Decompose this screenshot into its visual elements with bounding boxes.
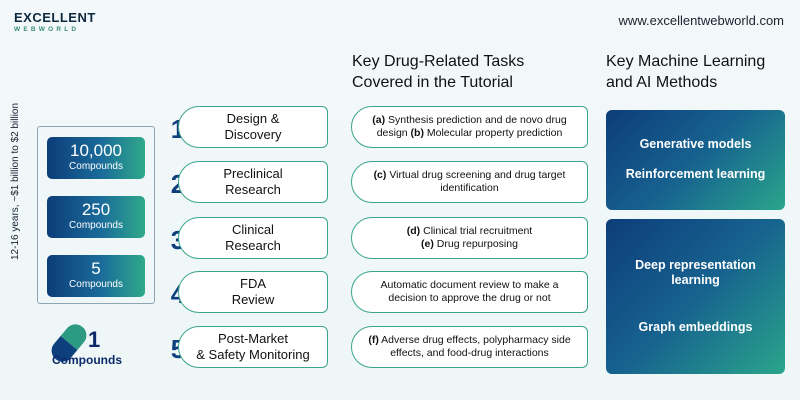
- stage-line2: Review: [231, 292, 275, 307]
- final-compound-label: Compounds: [52, 353, 122, 367]
- stage-line1: Preclinical: [223, 166, 283, 181]
- ml-item-generative-models: Generative models: [639, 137, 752, 151]
- tasks-title-line1: Key Drug-Related Tasks: [352, 53, 525, 70]
- timeline-cost-label: 12-16 years, ~$1 billion to $2 billion: [10, 102, 21, 260]
- task-marker-f: (f): [368, 334, 379, 346]
- compound-count: 5: [91, 259, 101, 278]
- task-text-review: Automatic document review to make a deci…: [380, 279, 559, 304]
- task-text-c: Virtual drug screening and drug target i…: [386, 169, 566, 194]
- compound-label: Compounds: [69, 161, 123, 172]
- website-url: www.excellentwebworld.com: [618, 13, 784, 28]
- logo-sub: WEBWORLD: [14, 26, 80, 33]
- stage-line2: Research: [225, 182, 281, 197]
- ml-panel-representation: Deep representation learning Graph embed…: [606, 219, 785, 374]
- task-marker-c: (c): [373, 169, 387, 181]
- final-compound-count: 1: [88, 327, 101, 352]
- task-text-d: Clinical trial recruitment: [420, 225, 533, 237]
- tasks-column-title: Key Drug-Related Tasks Covered in the Tu…: [352, 51, 582, 93]
- task-text-b: Molecular property prediction: [423, 127, 563, 139]
- task-text-f: Adverse drug effects, polypharmacy side …: [378, 334, 571, 359]
- ml-item-line1: Deep representation: [635, 258, 756, 272]
- stage-line2: Discovery: [224, 127, 282, 142]
- task-marker-b: (b): [410, 127, 424, 139]
- stage-line1: Clinical: [232, 222, 274, 237]
- ml-title-line2: and AI Methods: [606, 74, 718, 91]
- compound-box-1: 10,000 Compounds: [47, 137, 145, 179]
- brand-logo: EXCELLENT WEBWORLD: [14, 10, 96, 33]
- ml-panel-generative: Generative models Reinforcement learning: [606, 110, 785, 210]
- compounds-bracket: [37, 126, 155, 304]
- ml-item-line2: learning: [671, 273, 720, 287]
- compound-count: 250: [81, 200, 111, 219]
- ml-item-deep-representation: Deep representation learning: [606, 258, 785, 288]
- ml-item-reinforcement-learning: Reinforcement learning: [625, 167, 766, 181]
- stage-design-discovery: Design &Discovery: [178, 106, 328, 148]
- task-marker-d: (d): [406, 225, 421, 237]
- stage-line1: Post-Market: [217, 331, 289, 346]
- compound-box-3: 5 Compounds: [47, 255, 145, 297]
- task-box-4: Automatic document review to make a deci…: [351, 271, 588, 313]
- task-box-5: (f) Adverse drug effects, polypharmacy s…: [351, 326, 588, 368]
- task-text-e: Drug repurposing: [433, 238, 518, 250]
- task-box-1: (a) Synthesis prediction and de novo dru…: [351, 106, 588, 148]
- task-marker-e: (e): [421, 238, 434, 250]
- compound-count: 10,000: [70, 141, 122, 160]
- compound-box-2: 250 Compounds: [47, 196, 145, 238]
- task-marker-a: (a): [372, 114, 386, 126]
- task-box-3: (d) Clinical trial recruitment (e) Drug …: [351, 217, 588, 259]
- ml-title-line1: Key Machine Learning: [606, 53, 766, 70]
- stage-line1: FDA: [240, 276, 266, 291]
- ml-item-graph-embeddings: Graph embeddings: [638, 320, 753, 334]
- stage-line2: Research: [225, 238, 281, 253]
- logo-name: EXCELLENT: [14, 10, 96, 25]
- ml-column-title: Key Machine Learning and AI Methods: [606, 51, 786, 93]
- stage-post-market: Post-Market& Safety Monitoring: [178, 326, 328, 368]
- task-text-a: Synthesis prediction and de novo drug de…: [376, 114, 567, 139]
- tasks-title-line2: Covered in the Tutorial: [352, 74, 513, 91]
- stage-line2: & Safety Monitoring: [196, 347, 310, 362]
- stage-line1: Design &: [226, 111, 280, 126]
- compound-label: Compounds: [69, 279, 123, 290]
- task-box-2: (c) Virtual drug screening and drug targ…: [351, 161, 588, 203]
- compound-label: Compounds: [69, 220, 123, 231]
